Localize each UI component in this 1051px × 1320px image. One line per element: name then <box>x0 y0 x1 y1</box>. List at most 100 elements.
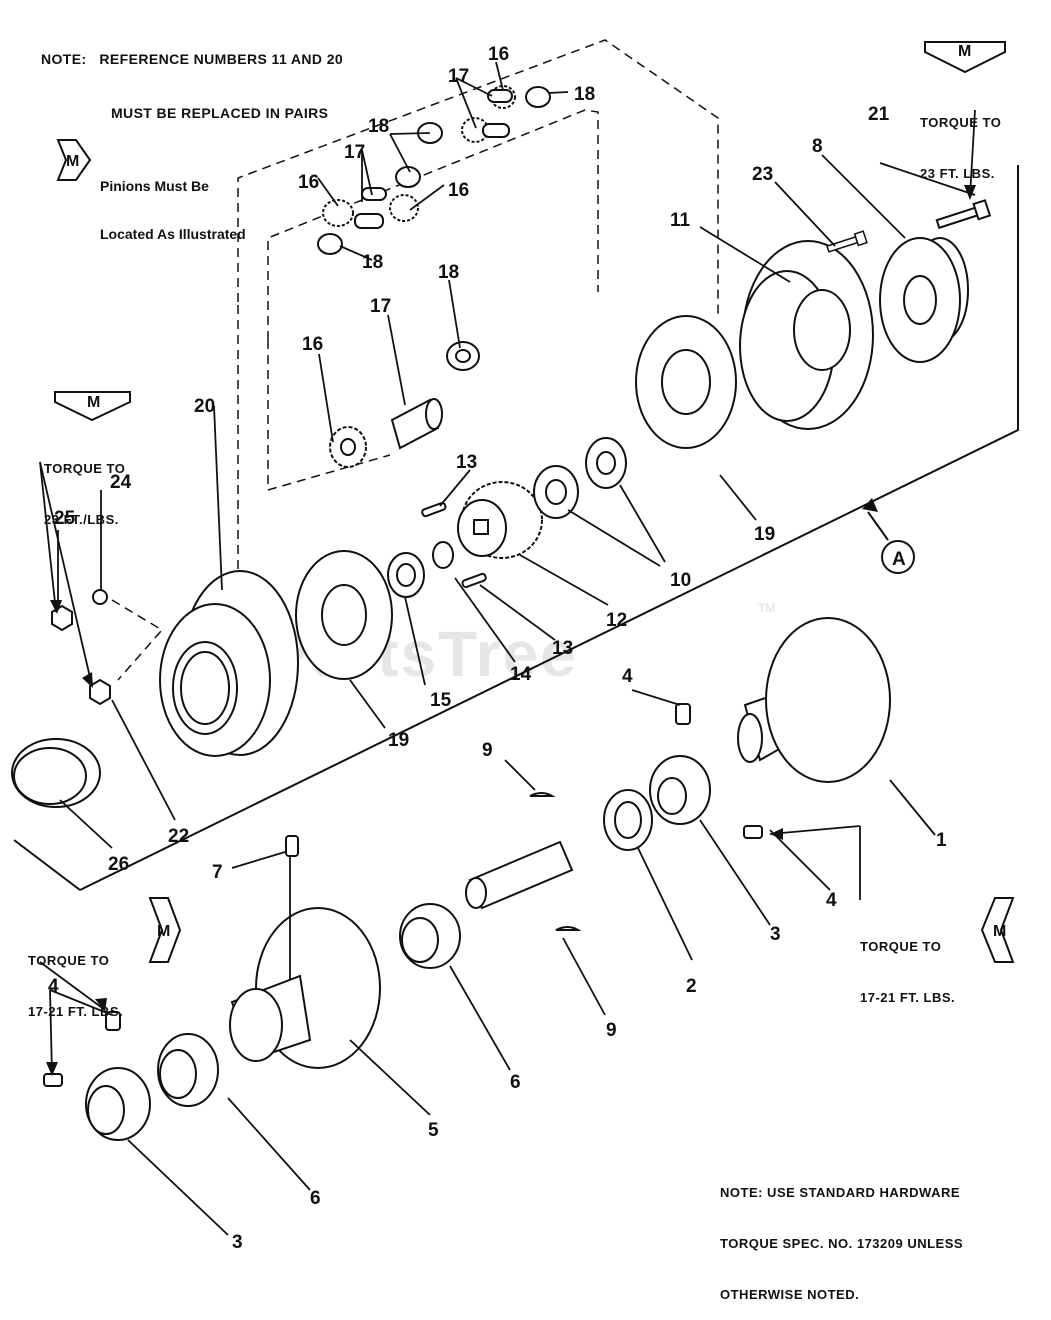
pinion-16 <box>329 426 367 468</box>
part-number-label: 20 <box>194 396 215 417</box>
hub-8 <box>879 237 969 363</box>
part-number-label: 18 <box>362 252 383 273</box>
brand-trademark: TM <box>758 601 775 615</box>
part-number-label: 16 <box>298 172 319 193</box>
part-number-label: 19 <box>754 524 775 545</box>
bottom-note: NOTE: USE STANDARD HARDWARE TORQUE SPEC.… <box>720 1150 963 1320</box>
torque-note-left: TORQUE TO 23 FT./LBS. <box>44 426 125 545</box>
part-number-label: 24 <box>110 472 132 493</box>
part-number-label: 4 <box>48 976 59 997</box>
washer-15 <box>387 552 425 598</box>
assembly-boundary <box>13 165 1019 891</box>
washer-19-right <box>635 315 737 449</box>
washer-2 <box>603 789 653 851</box>
m-marker-pinions <box>56 139 92 181</box>
part-number-label: 6 <box>510 1072 521 1093</box>
bushing-6-upper <box>399 903 461 969</box>
part-number-label: 22 <box>168 826 189 847</box>
shaft-1 <box>737 617 891 783</box>
bottom-note-line-3: OTHERWISE NOTED. <box>720 1287 860 1302</box>
pinions-callout-line-1: Pinions Must Be <box>100 178 209 194</box>
collar-3-lower <box>85 1067 151 1141</box>
gear-12 <box>457 481 543 559</box>
nut-hardware <box>51 589 111 706</box>
washers-10 <box>533 437 627 519</box>
bolt-21 <box>934 199 991 233</box>
part-number-label: 4 <box>622 666 633 687</box>
part-number-label: 26 <box>108 854 129 875</box>
pinions-callout: Pinions Must Be Located As Illustrated <box>100 146 246 258</box>
torque-note-line: 23 FT./LBS. <box>44 512 119 527</box>
m-marker-left <box>54 391 131 422</box>
torque-note-top-right: TORQUE TO 23 FT. LBS. <box>920 80 1001 199</box>
shaft-5 <box>229 907 381 1069</box>
m-marker-label: M <box>993 923 1006 940</box>
part-number-label: 11 <box>670 210 691 231</box>
part-number-label: 16 <box>302 334 323 355</box>
part-number-labels: 16 17 18 18 17 16 16 18 18 17 16 20 21 8… <box>48 44 947 1253</box>
part-number-label: 17 <box>448 66 469 87</box>
part-number-label: 3 <box>232 1232 243 1253</box>
pinions-callout-line-2: Located As Illustrated <box>100 226 246 242</box>
part-number-label: 19 <box>388 730 409 751</box>
keys-13 <box>421 501 487 589</box>
assembly-leader <box>867 511 889 541</box>
torque-note-line: TORQUE TO <box>860 939 942 954</box>
pin-shaft <box>465 840 574 910</box>
m-marker-label: M <box>87 394 100 411</box>
part-number-label: 23 <box>752 164 773 185</box>
torque-note-line: TORQUE TO <box>28 953 110 968</box>
pinion-cluster <box>317 85 551 255</box>
torque-note-bottom-right: TORQUE TO 17-21 FT. LBS. <box>860 904 955 1023</box>
part-number-label: 6 <box>310 1188 321 1209</box>
part-number-label: 16 <box>488 44 509 65</box>
part-number-label: 15 <box>430 690 452 711</box>
m-marker-top-right <box>924 41 1006 74</box>
assembly-marker-circle <box>881 540 915 574</box>
part-number-label: 12 <box>606 610 627 631</box>
retaining-ring-14 <box>432 541 454 569</box>
bottom-note-line-2: TORQUE SPEC. NO. 173209 UNLESS <box>720 1236 964 1251</box>
part-number-label: 4 <box>826 890 837 911</box>
leader-arrowheads <box>46 185 976 1076</box>
m-marker-bottom-left <box>148 897 182 963</box>
flange-11 <box>739 240 874 430</box>
part-number-label: 25 <box>54 508 76 529</box>
torque-note-line: 17-21 FT. LBS. <box>860 990 956 1005</box>
part-number-label: 18 <box>438 262 459 283</box>
top-note-line-2: MUST BE REPLACED IN PAIRS <box>111 105 329 121</box>
part-number-label: 13 <box>456 452 477 473</box>
exploded-parts-diagram: PartsTree TM A <box>11 39 1019 1253</box>
part-number-label: 18 <box>368 116 389 137</box>
part-number-label: 10 <box>670 570 691 591</box>
part-number-label: 16 <box>448 180 469 201</box>
part-number-label: 13 <box>552 638 573 659</box>
washer-19-left <box>295 550 393 680</box>
part-number-label: 2 <box>686 976 697 997</box>
part-number-label: 14 <box>510 664 532 685</box>
m-marker-label: M <box>157 923 170 940</box>
top-note: NOTE: REFERENCE NUMBERS 11 AND 20 MUST B… <box>41 14 343 140</box>
part-number-label: 17 <box>344 142 365 163</box>
torque-note-line: TORQUE TO <box>920 115 1002 130</box>
housing-20 <box>159 570 299 757</box>
part-number-label: 8 <box>812 136 823 157</box>
top-note-line-1: NOTE: REFERENCE NUMBERS 11 AND 20 <box>41 51 344 67</box>
part-number-label: 18 <box>574 84 595 105</box>
keys-9 <box>529 792 582 931</box>
part-number-label: 17 <box>370 296 391 317</box>
setscrews-4 <box>43 703 763 1087</box>
part-number-label: 1 <box>936 830 947 851</box>
band-26 <box>11 738 101 808</box>
spring-18 <box>446 341 480 371</box>
assembly-marker-label: A <box>892 549 906 570</box>
torque-note-line: 17-21 FT. LBS. <box>28 1004 124 1019</box>
bushing-17 <box>390 398 443 450</box>
torque-note-bottom-left: TORQUE TO 17-21 FT. LBS. <box>28 918 123 1037</box>
m-marker-bottom-right <box>980 897 1015 963</box>
torque-note-line: TORQUE TO <box>44 461 126 476</box>
part-number-label: 9 <box>482 740 493 761</box>
part-number-label: 3 <box>770 924 781 945</box>
part-number-label: 21 <box>868 104 890 125</box>
m-marker-label: M <box>66 153 79 170</box>
